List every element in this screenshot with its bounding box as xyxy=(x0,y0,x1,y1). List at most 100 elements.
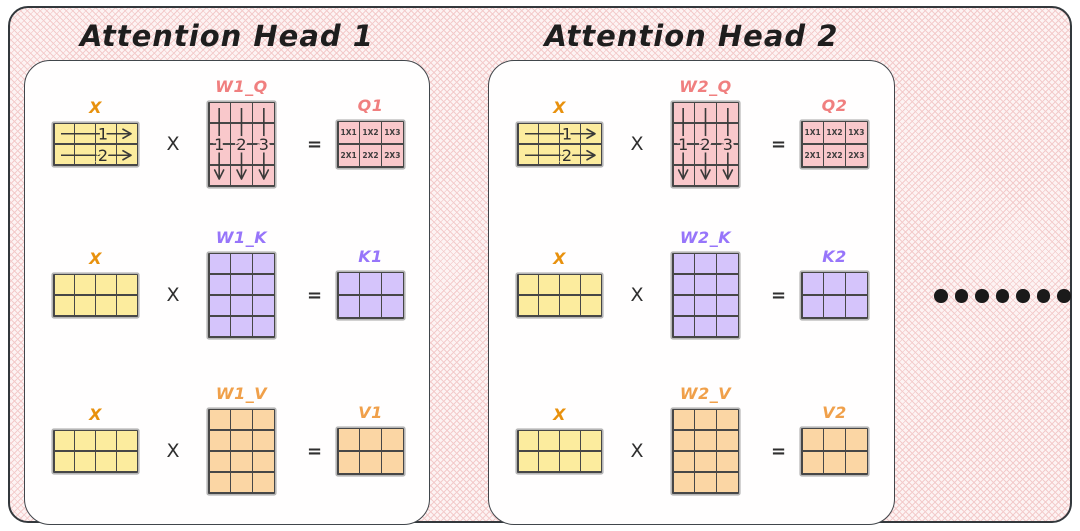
matrix-cell xyxy=(54,144,74,164)
matrix-cell xyxy=(539,295,559,315)
matrix-cell xyxy=(824,451,845,473)
more-heads-ellipsis xyxy=(934,289,1071,303)
matrix-cell xyxy=(539,124,559,144)
matrix-cell xyxy=(695,165,716,185)
matrix-cell: 1X1 xyxy=(338,122,359,144)
matrix-cell xyxy=(560,431,580,451)
matrix-cell xyxy=(209,144,230,165)
matrix-cell: 2X3 xyxy=(846,144,867,166)
matrix-cell xyxy=(253,254,274,274)
x-matrix-block: X xyxy=(53,405,138,473)
matrix-cell xyxy=(673,472,694,492)
matrix-cell xyxy=(560,124,580,144)
key-row: X X W2_K = K2 xyxy=(489,219,894,371)
matrix-cell xyxy=(209,295,230,316)
matrix-cell xyxy=(360,451,381,473)
matrix-cell xyxy=(209,274,230,295)
matrix-cell xyxy=(802,273,823,295)
matrix-cell xyxy=(253,274,274,295)
matrix-cell xyxy=(717,144,738,165)
result-matrix-block: V1 xyxy=(337,403,404,475)
matrix-cell xyxy=(518,275,538,295)
matrix-cell xyxy=(824,273,845,295)
matrix-cell xyxy=(717,295,738,316)
matrix-cell xyxy=(231,144,252,165)
matrix-cell xyxy=(209,451,230,472)
weight-matrix-label: W1_Q xyxy=(215,76,268,96)
multiply-sign: X xyxy=(630,440,644,462)
equals-sign: = xyxy=(307,284,323,306)
matrix-cell xyxy=(695,472,716,492)
matrix-cell: 2X2 xyxy=(824,144,845,166)
matrix-cell xyxy=(253,103,274,123)
matrix-cell xyxy=(518,451,538,471)
multiply-sign: X xyxy=(166,284,180,306)
matrix-cell xyxy=(75,431,95,451)
matrix-cell xyxy=(673,295,694,316)
weight-matrix-label: W1_K xyxy=(215,227,268,247)
matrix-cell xyxy=(253,410,274,430)
matrix-cell xyxy=(695,254,716,274)
x-matrix-label: X xyxy=(553,404,566,424)
matrix-cell xyxy=(231,103,252,123)
matrix-cell xyxy=(846,451,867,473)
matrix-cell xyxy=(231,254,252,274)
matrix-cell xyxy=(96,144,116,164)
matrix-cell xyxy=(560,451,580,471)
matrix-cell xyxy=(560,295,580,315)
matrix-cell xyxy=(231,165,252,185)
matrix-cell xyxy=(360,273,381,295)
result-matrix-label: Q2 xyxy=(821,95,848,115)
matrix-cell xyxy=(581,451,601,471)
result-matrix-block: V2 xyxy=(801,403,868,475)
matrix-cell xyxy=(802,429,823,451)
matrix-cell xyxy=(717,430,738,451)
weight-matrix-label: W2_K xyxy=(679,227,732,247)
matrix-cell xyxy=(338,429,359,451)
matrix-cell xyxy=(209,316,230,336)
matrix-cell xyxy=(231,472,252,492)
matrix-cell xyxy=(581,431,601,451)
matrix-cell: 2X3 xyxy=(382,144,403,166)
matrix-cell xyxy=(824,429,845,451)
matrix-cell xyxy=(75,295,95,315)
weight-matrix-block: W1_V xyxy=(208,384,275,494)
matrix-cell xyxy=(539,431,559,451)
result-matrix-block: K1 xyxy=(337,247,404,319)
matrix-cell xyxy=(382,273,403,295)
matrix-cell xyxy=(695,410,716,430)
matrix-cell xyxy=(717,451,738,472)
attention-head-1-title: Attention Head 1 xyxy=(80,19,374,53)
ellipsis-dot xyxy=(1057,289,1071,303)
multiply-sign: X xyxy=(630,284,644,306)
matrix-cell xyxy=(253,123,274,144)
matrix-cell xyxy=(338,451,359,473)
matrix-cell xyxy=(209,430,230,451)
matrix-cell xyxy=(717,316,738,336)
result-matrix-label: K2 xyxy=(822,246,847,266)
matrix-cell xyxy=(695,274,716,295)
ellipsis-dot xyxy=(1036,289,1050,303)
x-matrix-block: X xyxy=(517,249,602,317)
equals-sign: = xyxy=(771,133,787,155)
matrix-cell xyxy=(673,430,694,451)
matrix-cell xyxy=(75,124,95,144)
matrix-cell xyxy=(673,144,694,165)
multiply-sign: X xyxy=(630,133,644,155)
matrix-cell xyxy=(253,165,274,185)
result-matrix xyxy=(801,271,868,319)
matrix-cell xyxy=(518,124,538,144)
matrix-cell xyxy=(360,429,381,451)
matrix-cell xyxy=(338,273,359,295)
matrix-cell xyxy=(338,295,359,317)
matrix-cell xyxy=(209,410,230,430)
matrix-cell xyxy=(717,410,738,430)
